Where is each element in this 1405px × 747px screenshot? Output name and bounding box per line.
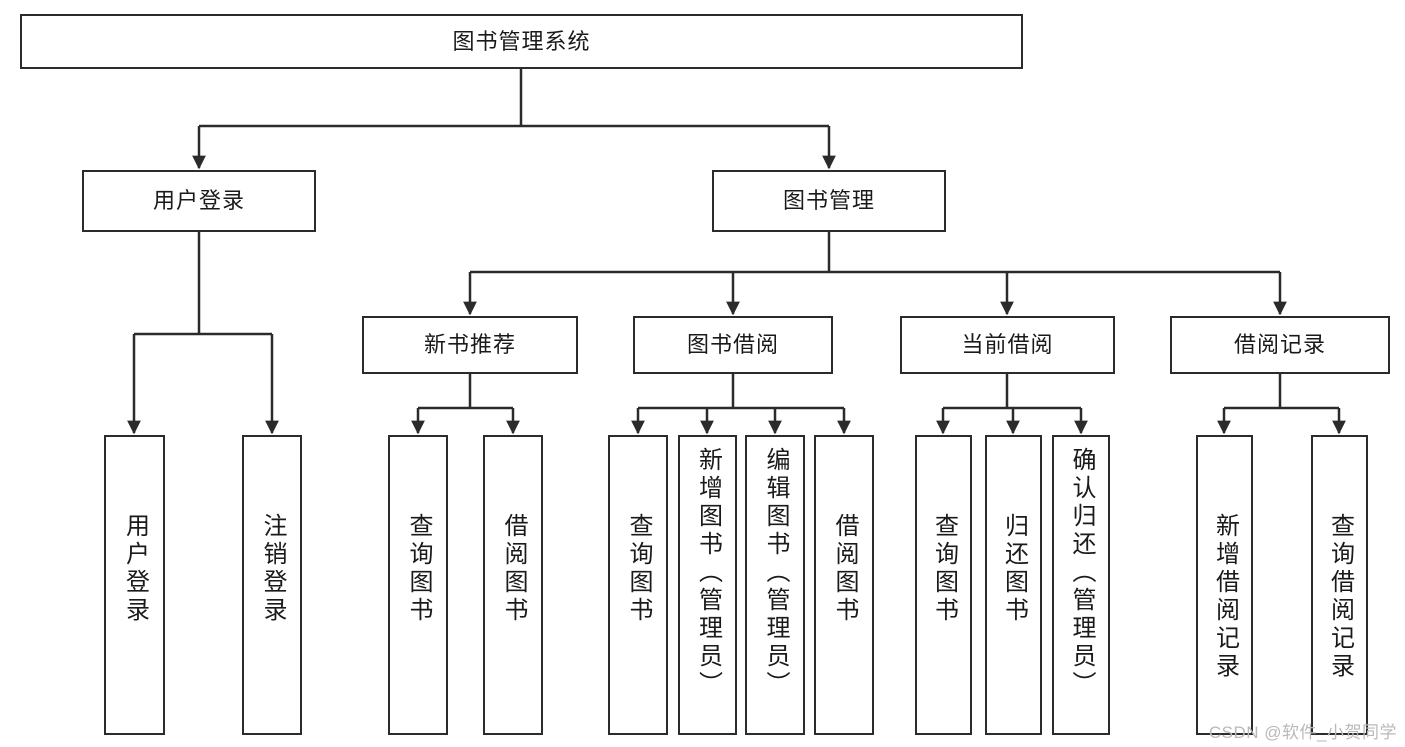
node-user-login-label: 用户登录 [152,188,245,214]
node-leaf-add-book[interactable]: 新增图书（管理员） [678,435,737,735]
node-borrow-record-label: 借阅记录 [1233,332,1326,358]
node-leaf-user-login-label: 用户登录 [121,513,149,625]
node-leaf-edit-book-label: 编辑图书（管理员） [762,447,789,699]
node-current-borrow-label: 当前借阅 [961,332,1054,358]
node-leaf-query-book-1[interactable]: 查询图书 [388,435,448,735]
node-current-borrow[interactable]: 当前借阅 [900,316,1115,374]
node-leaf-borrow-book-1-label: 借阅图书 [500,513,527,625]
node-leaf-query-book-1-label: 查询图书 [405,513,432,625]
node-borrow-record[interactable]: 借阅记录 [1170,316,1390,374]
node-leaf-query-book-3-label: 查询图书 [930,513,958,625]
node-leaf-add-record-label: 新增借阅记录 [1211,513,1239,681]
node-leaf-add-book-label: 新增图书（管理员） [694,447,722,699]
node-leaf-query-book-3[interactable]: 查询图书 [915,435,972,735]
node-root-label: 图书管理系统 [452,28,591,54]
node-leaf-return-book-label: 归还图书 [1000,513,1028,625]
node-book-manage-label: 图书管理 [782,188,875,214]
node-leaf-query-book-2[interactable]: 查询图书 [608,435,668,735]
node-leaf-edit-book[interactable]: 编辑图书（管理员） [745,435,805,735]
node-leaf-borrow-book-2[interactable]: 借阅图书 [814,435,874,735]
node-leaf-query-record[interactable]: 查询借阅记录 [1311,435,1368,735]
node-new-book-rec-label: 新书推荐 [423,332,516,358]
node-leaf-logout-label: 注销登录 [259,513,286,625]
node-book-manage[interactable]: 图书管理 [712,170,946,232]
node-leaf-confirm-return-label: 确认归还（管理员） [1068,447,1095,699]
node-leaf-user-login[interactable]: 用户登录 [104,435,165,735]
node-leaf-add-record[interactable]: 新增借阅记录 [1196,435,1253,735]
node-leaf-return-book[interactable]: 归还图书 [985,435,1042,735]
node-book-borrow-label: 图书借阅 [686,332,779,358]
node-leaf-confirm-return[interactable]: 确认归还（管理员） [1052,435,1110,735]
node-leaf-logout[interactable]: 注销登录 [242,435,302,735]
node-leaf-borrow-book-2-label: 借阅图书 [831,513,858,625]
node-root[interactable]: 图书管理系统 [20,14,1023,69]
node-leaf-borrow-book-1[interactable]: 借阅图书 [483,435,543,735]
node-leaf-query-record-label: 查询借阅记录 [1326,513,1354,681]
node-new-book-rec[interactable]: 新书推荐 [362,316,578,374]
node-user-login[interactable]: 用户登录 [82,170,316,232]
node-leaf-query-book-2-label: 查询图书 [625,513,652,625]
node-book-borrow[interactable]: 图书借阅 [633,316,833,374]
